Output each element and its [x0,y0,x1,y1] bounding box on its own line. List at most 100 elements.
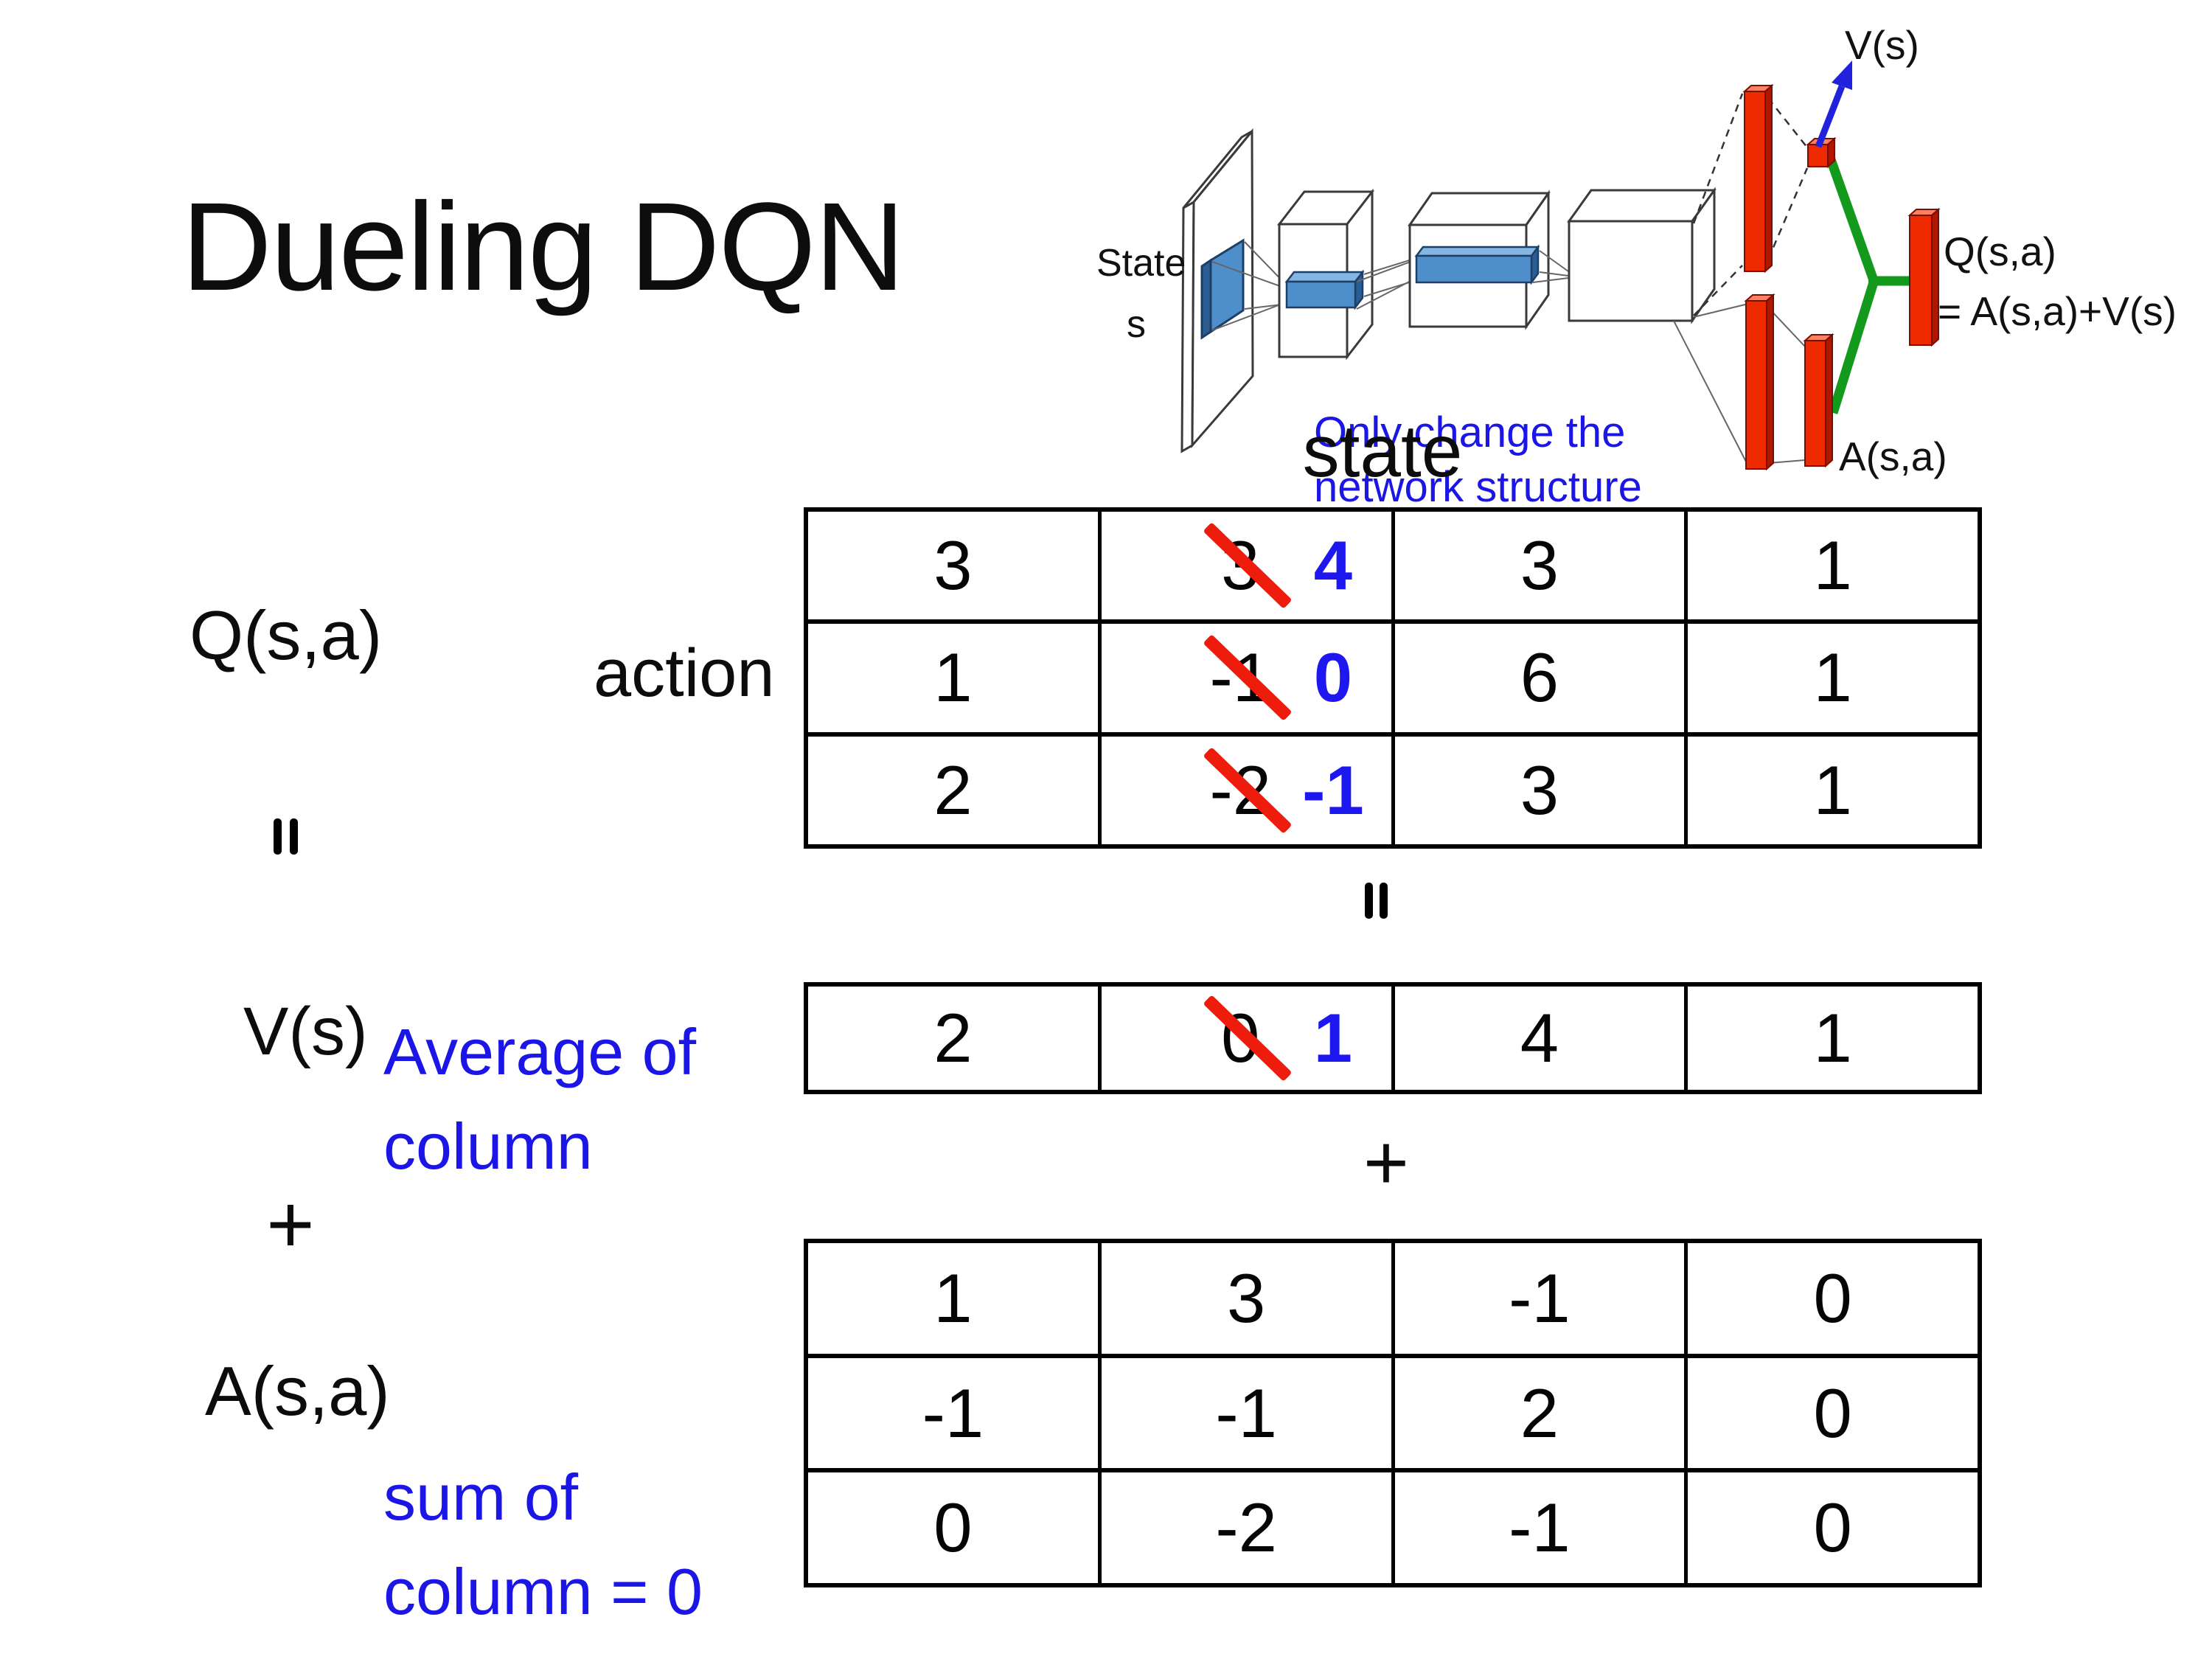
q-output-bar [1907,207,1941,347]
equals-rotated-center [1365,883,1388,919]
cell-value: 3 [1226,1259,1266,1337]
equals-bar [274,818,282,855]
cell-value: 1 [1813,526,1852,605]
plus-sign-center: + [1363,1119,1409,1206]
note-line: sum of [383,1461,579,1534]
table-cell: 2 [1395,1357,1688,1469]
cell-value: 6 [1520,639,1559,717]
table-cell: 0 [1688,1472,1978,1583]
cell-value: 2 [933,999,973,1077]
page-title: Dueling DQN [181,177,905,317]
cell-value: 3 [933,526,973,605]
table-row: 3 3 4 3 1 [808,512,1978,625]
cell-value: 1 [933,639,973,717]
diagram-state-label-line1: State [1096,242,1186,285]
cell-value: 1 [1813,751,1852,829]
table-row: 2 -2 -1 3 1 [808,736,1978,844]
table-row: 1 -1 0 6 1 [808,624,1978,737]
table-cell-struck: -2 -1 [1102,736,1395,844]
v-function-label: V(s) [243,994,368,1069]
cell-value: -1 [1215,1374,1277,1452]
table-cell: 1 [808,624,1102,732]
table-cell: -1 [808,1357,1102,1469]
cell-value: 2 [1520,1374,1559,1452]
equals-rotated-left [274,818,298,855]
table-row: 0 -2 -1 0 [808,1472,1978,1584]
fan-lines-2 [1356,257,1417,310]
table-cell-struck: 0 1 [1102,987,1395,1090]
table-cell: 0 [1688,1358,1978,1469]
diagram-q-output-label-line2: = A(s,a)+V(s) [1938,288,2177,334]
table-cell: -1 [1395,1472,1688,1584]
table-cell: 6 [1395,624,1688,732]
new-value: 4 [1313,526,1353,605]
table-cell: -1 [1395,1243,1688,1354]
cell-value: 0 [933,1489,973,1567]
feature-box-1 [1284,269,1365,310]
cell-value: -1 [1509,1489,1571,1567]
table-cell: 1 [1688,512,1978,619]
diagram-note-line1: Only change the [1314,408,1625,456]
conv-filter-icon [1200,238,1245,340]
table-cell: 1 [808,1243,1102,1354]
table-cell: 2 [808,736,1102,844]
advantage-layer-bar [1803,333,1834,468]
new-value: -1 [1302,751,1364,829]
table-row: 2 0 1 4 1 [808,987,1978,1090]
new-value: 0 [1313,639,1353,717]
table-cell: 1 [1688,737,1978,844]
table-cell: -2 [1102,1472,1395,1584]
diagram-state-label-line2: s [1127,303,1146,346]
table-cell: 0 [808,1472,1102,1584]
table-cell: 3 [808,512,1102,620]
cell-value: -1 [1509,1259,1571,1337]
diagram-q-output-label-line1: Q(s,a) [1944,229,2056,274]
note-line: column = 0 [383,1554,703,1628]
q-value-table: 3 3 4 3 1 1 -1 0 6 1 2 -2 -1 [804,507,1982,849]
v-arrow-icon [1815,60,1852,148]
q-function-label: Q(s,a) [189,597,383,674]
dashed-links-value-stream [1692,93,1809,316]
table-cell: 0 [1688,1243,1978,1354]
table-cell: 3 [1102,1243,1395,1354]
diagram-v-output-label: V(s) [1845,22,1919,68]
cell-value: 1 [1813,999,1852,1077]
state-axis-label: state [1302,410,1463,493]
table-cell: 1 [1688,624,1978,731]
cell-value: 1 [1813,639,1852,717]
hidden-layer-bar-top [1742,83,1774,274]
table-row: 1 3 -1 0 [808,1243,1978,1358]
hidden-layer-bar-bottom [1744,293,1775,471]
a-function-label: A(s,a) [205,1352,390,1430]
cell-value: 3 [1520,751,1559,829]
cell-value: 0 [1813,1489,1852,1567]
average-of-column-note: Average of column [383,1005,696,1193]
state-value-table: 2 0 1 4 1 [804,982,1982,1094]
note-line: column [383,1109,593,1183]
plus-sign-left: + [266,1178,315,1270]
cell-value: 1 [933,1259,973,1337]
links-advantage-stream [1673,304,1806,464]
merge-connector [1823,151,1913,414]
table-cell: 2 [808,987,1102,1090]
table-row: -1 -1 2 0 [808,1357,1978,1473]
table-cell: 4 [1395,987,1688,1090]
cell-value: 3 [1520,526,1559,605]
cell-value: 2 [933,751,973,829]
equals-bar [1365,883,1373,919]
table-cell: 3 [1395,512,1688,620]
sum-of-column-note: sum of column = 0 [383,1450,703,1638]
equals-bar [290,818,298,855]
diagram-note-line2: network structure [1314,463,1642,511]
cell-value: -1 [922,1374,984,1452]
fan-lines-3 [1532,250,1569,283]
table-cell-struck: -1 0 [1102,624,1395,732]
cell-value: -2 [1215,1489,1277,1567]
table-cell: 3 [1395,736,1688,844]
cell-value: 4 [1520,999,1559,1077]
feature-box-2 [1414,244,1540,285]
table-cell: 1 [1688,987,1978,1090]
table-cell-struck: 3 4 [1102,512,1395,620]
table-cell: -1 [1102,1357,1395,1469]
